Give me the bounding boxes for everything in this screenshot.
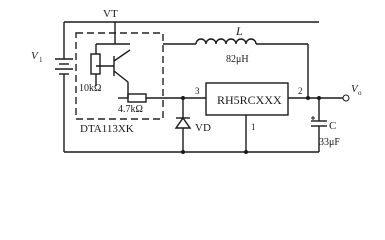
junction-dot-ic-ground [244, 150, 248, 154]
inductor-value-label: 82μH [226, 54, 249, 65]
ic-body [205, 82, 289, 116]
inductor-l [195, 38, 257, 45]
transistor-package-box [75, 32, 164, 120]
junction-dot-diode [181, 96, 185, 100]
ic-pin1-label: 1 [251, 122, 256, 132]
r1-label: 10kΩ [79, 83, 101, 94]
output-terminal [342, 94, 350, 102]
r2-label: 4.7kΩ [118, 104, 143, 115]
circuit-schematic: VT V 1 10kΩ 4.7kΩ DTA113XK VD L 82μH RH5 [31, 8, 362, 154]
ic-pin2-label: 2 [298, 86, 303, 96]
diode-label: VD [195, 122, 211, 134]
resistor-r2 [127, 93, 147, 103]
v1-label: V [31, 50, 39, 62]
collector-leg [113, 70, 129, 83]
emitter-leg [113, 49, 131, 62]
inductor-name-label: L [235, 24, 243, 38]
diode-symbol [174, 116, 192, 129]
v1-subscript: 1 [39, 56, 43, 64]
output-subscript: o [358, 89, 362, 97]
junction-dot-diode-ground [181, 150, 185, 154]
capacitor-name-label: C [329, 120, 336, 132]
capacitor-value-label: 33μF [319, 137, 340, 148]
output-label: V [351, 83, 359, 95]
transistor-part-label: DTA113XK [80, 123, 134, 135]
ic-part-label: RH5RCXXX [217, 93, 282, 107]
ic-pin3-label: 3 [195, 86, 200, 96]
junction-dot-output-left [306, 96, 310, 100]
vt-label: VT [103, 8, 118, 20]
battery-symbol [55, 58, 73, 75]
resistor-r1 [90, 53, 101, 75]
